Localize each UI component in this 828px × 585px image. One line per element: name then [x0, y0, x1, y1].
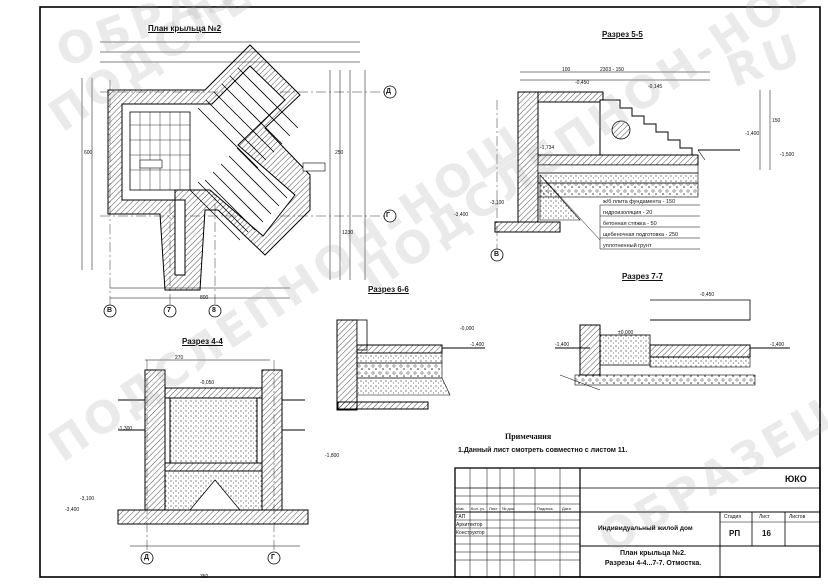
- title-block-frame: [454, 467, 821, 578]
- col-header: Изм.: [456, 506, 465, 511]
- level-mark: -1,400: [745, 131, 760, 137]
- plan-view: [81, 41, 397, 318]
- col-header: № док.: [502, 506, 515, 511]
- dimension-text: 1230: [342, 230, 354, 236]
- sheet-number: 16: [762, 529, 771, 538]
- level-mark: -1,500: [780, 152, 795, 158]
- section-7-7: [555, 299, 790, 391]
- axis-label: Д: [144, 554, 149, 561]
- dimension-text: 150: [772, 118, 781, 124]
- section-4-4-title: Разрез 4-4: [182, 337, 223, 346]
- section-6-6: [336, 319, 485, 411]
- level-mark: -1,734: [540, 145, 555, 151]
- stage-value: РП: [729, 529, 741, 538]
- layer-note: щебеночная подготовка - 250: [603, 232, 679, 238]
- axis-label: 8: [212, 307, 216, 314]
- level-mark: -0,450: [575, 80, 590, 86]
- axis-label: В: [107, 307, 113, 314]
- axis-label: 7: [167, 307, 171, 314]
- sheets-header: Листов: [789, 514, 806, 520]
- level-mark: -1,400: [770, 342, 785, 348]
- col-header: Лист: [489, 506, 498, 511]
- level-mark: -3,100: [80, 496, 95, 502]
- dimension-text: 350: [200, 574, 209, 580]
- level-mark: -1,800: [325, 453, 340, 459]
- section-7-7-title: Разрез 7-7: [622, 272, 663, 281]
- dimension-text: 800: [200, 295, 209, 301]
- dimension-text: 270: [175, 355, 184, 361]
- col-header: Дата: [562, 506, 571, 511]
- axis-label: Д: [386, 88, 391, 95]
- sheet-frame: [39, 6, 821, 578]
- layer-note: бетонная стяжка - 50: [603, 221, 657, 227]
- level-mark: -0,145: [648, 84, 663, 90]
- role-label: Архитектор: [456, 522, 483, 528]
- level-mark: -3,400: [65, 507, 80, 513]
- axis-label: Г: [386, 212, 390, 219]
- layer-note: ж/б плита фундамента - 150: [603, 199, 676, 205]
- level-mark: -1,400: [470, 342, 485, 348]
- col-header: Подпись: [537, 506, 553, 511]
- level-mark: -0,450: [700, 292, 715, 298]
- dimension-text: 250: [335, 150, 344, 156]
- plan-title: План крыльца №2: [148, 24, 222, 33]
- dimension-text: 100: [562, 67, 571, 73]
- section-6-6-title: Разрез 6-6: [368, 285, 409, 294]
- layer-note: уплотненный грунт: [603, 243, 652, 249]
- level-mark: -3,400: [454, 212, 469, 218]
- dimension-text: 2303 - 150: [600, 67, 624, 73]
- section-5-5-title: Разрез 5-5: [602, 30, 643, 39]
- axis-label: Г: [271, 554, 275, 561]
- project-code: ЮКО: [785, 474, 807, 484]
- col-header: Кол. уч.: [471, 506, 486, 511]
- sheet-title: План крыльца №2. Разрезы 4-4...7-7. Отмо…: [604, 550, 702, 567]
- level-mark: -0,050: [200, 380, 215, 386]
- axis-label: В: [494, 251, 500, 258]
- sheet-header: Лист: [759, 514, 770, 520]
- level-mark: -1,400: [555, 342, 570, 348]
- role-label: ГАП: [456, 514, 466, 520]
- section-4-4: [117, 359, 309, 565]
- notes-title: Примечания: [505, 432, 552, 441]
- stage-header: Стадия: [724, 514, 742, 520]
- level-mark: -1,300: [118, 426, 133, 432]
- section-5-5: [490, 71, 771, 262]
- level-mark: -0,000: [460, 326, 475, 332]
- notes-line: 1.Данный лист смотреть совместно с листо…: [458, 447, 628, 454]
- level-mark: -3,100: [490, 200, 505, 206]
- role-label: Конструктор: [456, 530, 485, 536]
- object-name: Индивидуальный жилой дом: [598, 525, 693, 532]
- layer-note: гидроизоляция - 20: [603, 210, 653, 216]
- dimension-text: 600: [84, 150, 93, 156]
- level-mark: ±0,000: [618, 330, 634, 336]
